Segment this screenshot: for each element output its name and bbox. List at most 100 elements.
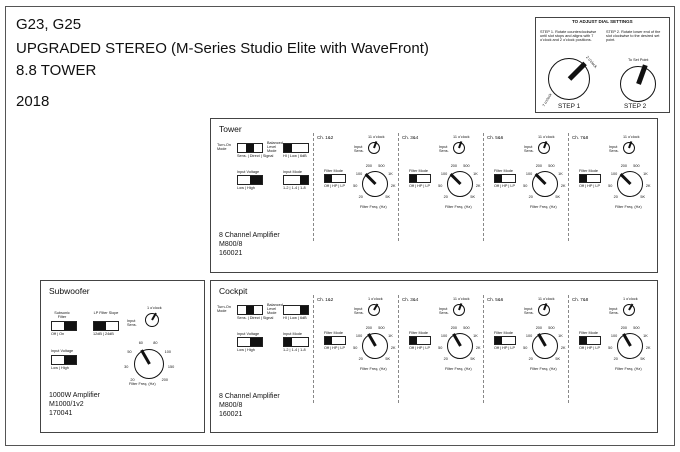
tower-input-sens-needle <box>373 141 378 149</box>
tower-filter-mode-switch[interactable] <box>494 174 516 183</box>
tower-filter-freq-knob[interactable] <box>532 171 558 197</box>
sub-freq-tick: 200 <box>161 377 168 382</box>
tower-freq-tick: 100 <box>440 171 448 176</box>
tower-freq-tick: 50 <box>608 184 613 189</box>
tower-filter-freq-needle <box>364 173 377 186</box>
cockpit-turn-on-opts: Sens. | Direct | Signal <box>237 316 274 320</box>
step2-label: STEP 2 <box>624 103 647 110</box>
tower-clock-label: 11 o'clock <box>538 135 555 139</box>
cockpit-im-switch[interactable] <box>283 337 309 347</box>
tower-ch-label: Ch. 5&6 <box>487 135 504 140</box>
dial-instructions-box: TO ADJUST DIAL SETTINGS STEP 1. Rotate c… <box>535 17 670 113</box>
cockpit-freq-tick: 20 <box>613 357 618 362</box>
tower-input-sens-knob[interactable] <box>538 141 550 154</box>
cockpit-filter-freq-knob[interactable] <box>447 333 473 359</box>
tower-input-sens-label: Input Sens. <box>354 145 364 154</box>
cockpit-input-sens-needle <box>543 303 548 311</box>
cockpit-filter-mode-label: Filter Mode <box>579 331 598 335</box>
cockpit-amp-model: M800/8 <box>219 402 243 409</box>
cockpit-filter-mode-switch[interactable] <box>324 336 346 345</box>
tower-filter-mode-switch[interactable] <box>409 174 431 183</box>
step1-pos2: 2 o'clock <box>585 55 598 69</box>
cockpit-filter-mode-switch[interactable] <box>579 336 601 345</box>
cockpit-freq-tick: 500 <box>548 326 555 331</box>
tower-clock-label: 11 o'clock <box>453 135 470 139</box>
tower-turn-on-switch[interactable] <box>237 143 263 153</box>
tower-input-sens-knob[interactable] <box>623 141 635 154</box>
tower-iv-label: Input Voltage <box>237 170 260 174</box>
tower-filter-mode-switch[interactable] <box>579 174 601 183</box>
cockpit-freq-tick: 200 <box>535 326 543 331</box>
tower-bal-switch[interactable] <box>283 143 309 153</box>
sub-input-sens-knob[interactable] <box>145 312 159 327</box>
sub-filter-freq-knob[interactable] <box>134 349 164 379</box>
sub-iv-opts: Low | High <box>51 366 69 370</box>
sub-freq-tick: 50 <box>127 350 132 355</box>
tower-input-sens-needle <box>543 141 548 149</box>
tower-freq-tick: 5K <box>470 195 476 200</box>
tower-input-sens-knob[interactable] <box>453 141 465 154</box>
tower-input-sens-knob[interactable] <box>368 141 380 154</box>
cockpit-freq-tick: 1K <box>643 333 648 338</box>
cockpit-ch-label: Ch. 3&4 <box>402 297 419 302</box>
sub-subsonic-label: Subsonic Filter <box>54 311 70 320</box>
tower-freq-tick: 5K <box>385 195 391 200</box>
tower-filter-freq-knob[interactable] <box>447 171 473 197</box>
tower-freq-tick: 5K <box>555 195 561 200</box>
tower-freq-tick: 5K <box>640 195 646 200</box>
tower-filter-mode-switch[interactable] <box>324 174 346 183</box>
cockpit-input-sens-knob[interactable] <box>368 303 380 316</box>
tower-freq-tick: 200 <box>365 164 373 169</box>
cockpit-freq-tick: 200 <box>365 326 373 331</box>
cockpit-input-sens-knob[interactable] <box>538 303 550 316</box>
cockpit-filter-freq-knob[interactable] <box>532 333 558 359</box>
instructions-title: TO ADJUST DIAL SETTINGS <box>572 19 633 24</box>
cockpit-filter-freq-needle <box>621 333 632 347</box>
set-point-label: To Set Point <box>628 58 649 62</box>
cockpit-freq-tick: 100 <box>440 333 448 338</box>
header-year: 2018 <box>16 93 50 110</box>
tower-bal-label: Balanced Level Mode <box>267 141 283 154</box>
cockpit-freq-tick: 50 <box>353 346 358 351</box>
cockpit-ch-label: Ch. 7&8 <box>572 297 589 302</box>
cockpit-ch-label: Ch. 5&6 <box>487 297 504 302</box>
tower-filter-freq-needle <box>619 173 632 186</box>
cockpit-filter-freq-label: Filter Freq. (Hz) <box>360 367 387 371</box>
sub-subsonic-switch[interactable] <box>51 321 77 331</box>
cockpit-filter-mode-label: Filter Mode <box>494 331 513 335</box>
cockpit-filter-freq-knob[interactable] <box>617 333 643 359</box>
tower-freq-tick: 200 <box>450 164 458 169</box>
cockpit-filter-freq-label: Filter Freq. (Hz) <box>615 367 642 371</box>
sub-lp-switch[interactable] <box>93 321 119 331</box>
tower-filter-freq-knob[interactable] <box>617 171 643 197</box>
cockpit-filter-mode-switch[interactable] <box>409 336 431 345</box>
cockpit-filter-freq-knob[interactable] <box>362 333 388 359</box>
tower-filter-mode-label: Filter Mode <box>579 169 598 173</box>
tower-filter-freq-needle <box>534 173 547 186</box>
tower-iv-switch[interactable] <box>237 175 263 185</box>
cockpit-filter-freq-needle <box>366 333 377 347</box>
cockpit-iv-label: Input Voltage <box>237 332 260 336</box>
tower-freq-tick: 2K <box>645 184 651 189</box>
tower-im-switch[interactable] <box>283 175 309 185</box>
tower-filter-freq-knob[interactable] <box>362 171 388 197</box>
tower-freq-tick: 50 <box>353 184 358 189</box>
cockpit-turn-on-switch[interactable] <box>237 305 263 315</box>
tower-amp-name: 8 Channel Amplifier <box>219 232 280 239</box>
header-models: G23, G25 <box>16 16 82 33</box>
cockpit-filter-mode-opts: Off | HP | LP <box>409 346 431 350</box>
cockpit-iv-opts: Low | High <box>237 348 255 352</box>
sub-iv-switch[interactable] <box>51 355 77 365</box>
cockpit-filter-mode-switch[interactable] <box>494 336 516 345</box>
cockpit-iv-switch[interactable] <box>237 337 263 347</box>
cockpit-freq-tick: 500 <box>463 326 470 331</box>
tower-input-sens-needle <box>628 141 633 149</box>
cockpit-input-sens-knob[interactable] <box>453 303 465 316</box>
cockpit-bal-switch[interactable] <box>283 305 309 315</box>
cockpit-input-sens-knob[interactable] <box>623 303 635 316</box>
cockpit-freq-tick: 20 <box>443 357 448 362</box>
